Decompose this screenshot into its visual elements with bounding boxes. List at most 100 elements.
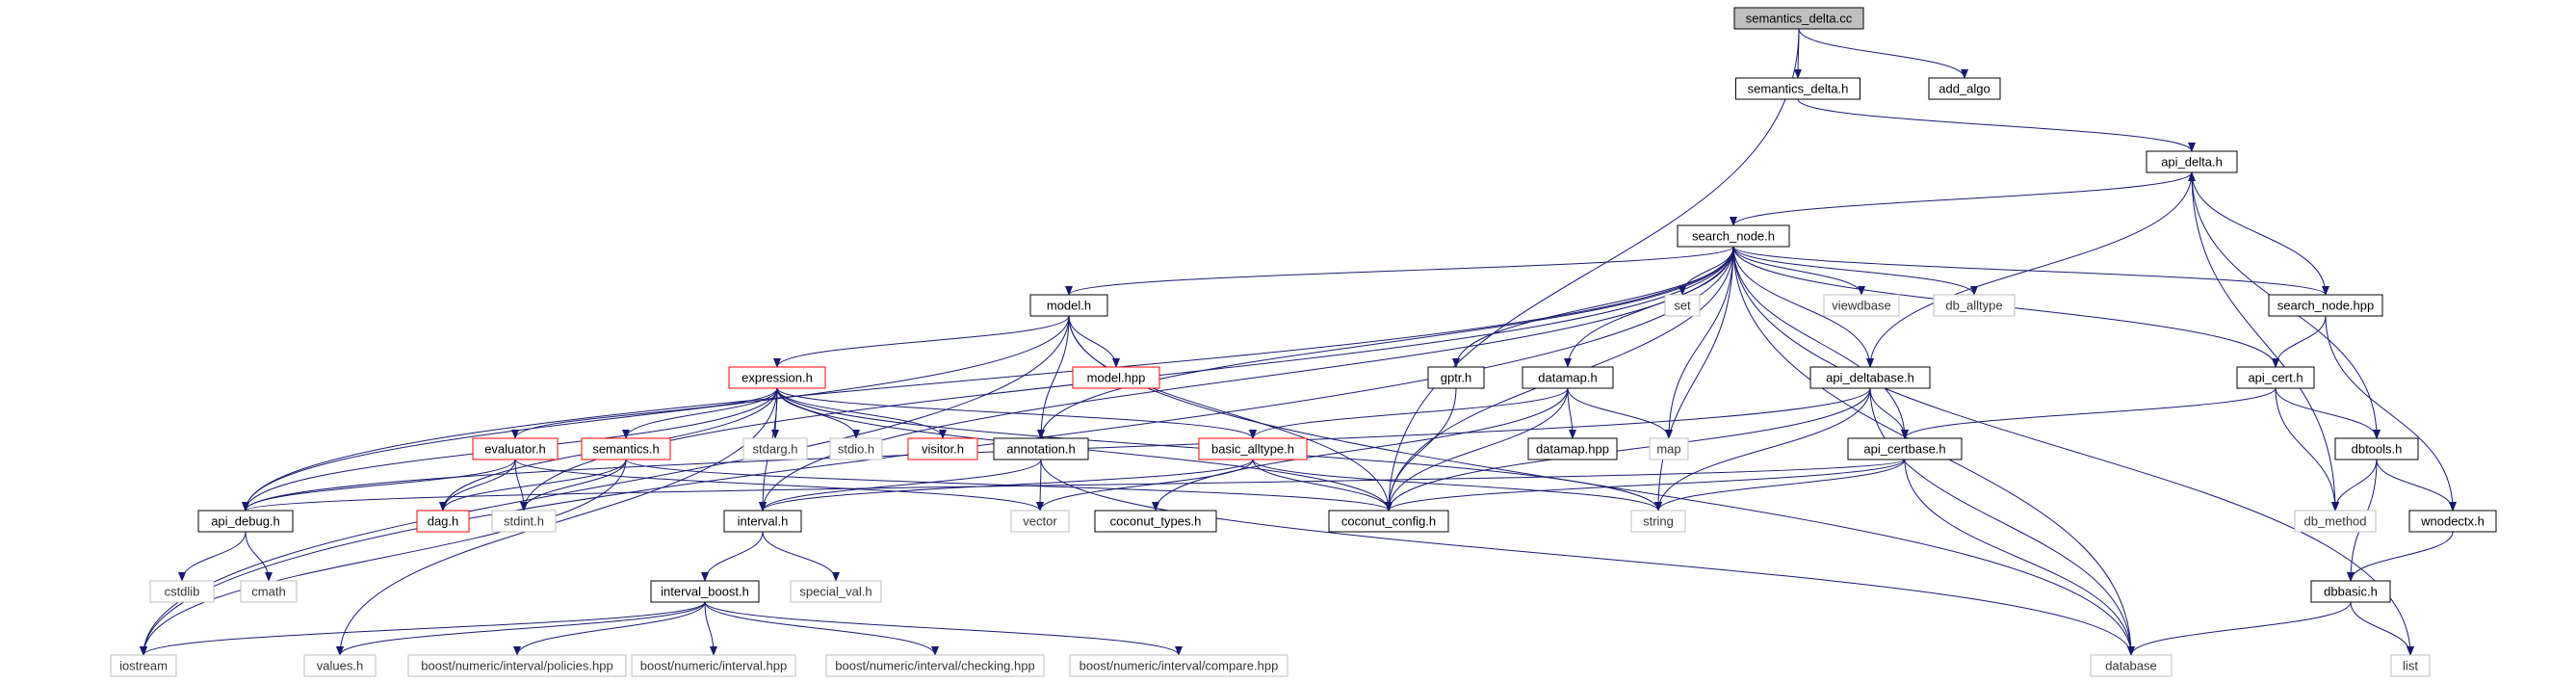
edge-search_node_h-to-string <box>1654 246 1734 512</box>
edge-search_node_hpp-to-wnodectx_h <box>2325 315 2457 512</box>
node-box <box>1847 437 1963 460</box>
node-api-cert-h[interactable]: api_cert.h <box>2236 366 2315 389</box>
edge-expression_h-to-visitor_h <box>776 387 947 439</box>
node-box <box>1010 510 1070 533</box>
node-box <box>303 654 377 677</box>
node-search-node-h[interactable]: search_node.h <box>1677 224 1790 248</box>
node-box <box>825 654 1045 677</box>
node-box <box>2294 510 2377 533</box>
edge-expression_h-to-evaluator_h <box>511 387 778 439</box>
node-box <box>472 437 559 460</box>
edge-search_node_h-to-db_alltype <box>1732 246 1978 296</box>
node-box <box>581 437 671 460</box>
edge-wnodectx_h-to-dbbasic_h <box>2347 531 2454 582</box>
node-label: db_alltype <box>1945 299 2002 313</box>
node-model-hpp[interactable]: model.hpp <box>1072 366 1160 389</box>
node-label: database <box>2105 659 2157 673</box>
node-add-algo[interactable]: add_algo <box>1928 77 2001 100</box>
edge-search_node_h-to-search_node_hpp <box>1732 246 2329 296</box>
node-expression-h[interactable]: expression.h <box>728 366 826 389</box>
edge-api_debug_h-to-cmath <box>245 531 273 582</box>
node-gptr-h[interactable]: gptr.h <box>1427 366 1485 389</box>
edge-api_certbase_h-to-string <box>1654 459 1906 512</box>
node-model-h[interactable]: model.h <box>1029 294 1108 317</box>
node-box <box>2390 654 2431 677</box>
node-label: boost/numeric/interval/checking.hpp <box>835 659 1034 673</box>
node-label: special_val.h <box>799 585 872 599</box>
node-cstdlib: cstdlib <box>149 580 215 603</box>
node-semantics-delta-h[interactable]: semantics_delta.h <box>1735 77 1860 100</box>
node-box <box>1427 366 1485 389</box>
node-api-delta-h[interactable]: api_delta.h <box>2146 150 2238 173</box>
edge-expression_h-to-basic_alltype_h <box>776 387 1257 439</box>
node-dag-h[interactable]: dag.h <box>416 510 470 533</box>
node-box <box>742 437 808 460</box>
node-label: map <box>1656 442 1680 457</box>
node-box <box>1733 7 1864 30</box>
edge-api_debug_h-to-cstdlib <box>178 531 247 582</box>
node-box <box>2236 366 2315 389</box>
node-box <box>2310 580 2391 603</box>
node-label: db_method <box>2303 514 2366 529</box>
node-box <box>1527 437 1618 460</box>
node-semantics-h[interactable]: semantics.h <box>581 437 671 460</box>
node-box <box>1029 294 1108 317</box>
node-interval-h[interactable]: interval.h <box>723 510 802 533</box>
node-label: boost/numeric/interval/compare.hpp <box>1080 659 1279 673</box>
node-label: semantics.h <box>592 442 659 457</box>
node-visitor-h[interactable]: visitor.h <box>907 437 978 460</box>
edge-api_deltabase_h-to-coconut_config_h <box>1385 387 1871 512</box>
node-semantics-delta-cc[interactable]: semantics_delta.cc <box>1733 7 1864 30</box>
node-label: list <box>2403 659 2418 673</box>
node-list: list <box>2390 654 2431 677</box>
node-label: cmath <box>251 585 285 599</box>
node-dbtools-h[interactable]: dbtools.h <box>2334 437 2419 460</box>
node-wnodectx-h[interactable]: wnodectx.h <box>2408 510 2497 533</box>
node-compare-hpp: boost/numeric/interval/compare.hpp <box>1069 654 1288 677</box>
node-api-deltabase-h[interactable]: api_deltabase.h <box>1809 366 1931 389</box>
node-datamap-h[interactable]: datamap.h <box>1522 366 1614 389</box>
node-coconut-config-h[interactable]: coconut_config.h <box>1328 510 1449 533</box>
node-box <box>907 437 978 460</box>
edge-annotation_h-to-vector <box>1036 459 1045 512</box>
node-box <box>407 654 627 677</box>
node-api-certbase-h[interactable]: api_certbase.h <box>1847 437 1963 460</box>
node-box <box>491 510 557 533</box>
node-label: basic_alltype.h <box>1211 442 1294 457</box>
node-label: search_node.hpp <box>2277 299 2374 313</box>
node-datamap-hpp[interactable]: datamap.hpp <box>1527 437 1618 460</box>
edge-api_certbase_h-to-coconut_config_h <box>1385 459 1906 512</box>
node-set: set <box>1664 294 1701 317</box>
node-label: set <box>1674 299 1691 313</box>
edge-api_certbase_h-to-api_debug_h <box>242 459 1906 512</box>
node-box <box>149 580 215 603</box>
edge-search_node_hpp-to-api_delta_h <box>2188 171 2327 296</box>
node-stdarg-h: stdarg.h <box>742 437 808 460</box>
node-label: cstdlib <box>165 585 200 599</box>
node-box <box>1664 294 1701 317</box>
edge-basic_alltype_h-to-interval_h <box>759 459 1254 512</box>
node-api-debug-h[interactable]: api_debug.h <box>197 510 294 533</box>
node-label: interval.h <box>738 514 789 529</box>
edge-datamap_h-to-basic_alltype_h <box>1249 387 1569 439</box>
edge-annotation_h-to-database <box>1040 459 2135 656</box>
node-interval-boost-h[interactable]: interval_boost.h <box>650 580 760 603</box>
edge-interval_boost_h-to-compare_hpp <box>704 601 1183 656</box>
node-annotation-h[interactable]: annotation.h <box>993 437 1089 460</box>
edge-dbbasic_h-to-list <box>2350 601 2414 656</box>
node-special-val-h: special_val.h <box>790 580 882 603</box>
node-search-node-hpp[interactable]: search_node.hpp <box>2268 294 2383 317</box>
node-coconut-types-h[interactable]: coconut_types.h <box>1094 510 1217 533</box>
node-evaluator-h[interactable]: evaluator.h <box>472 437 559 460</box>
node-box <box>650 580 760 603</box>
edge-datamap_h-to-coconut_config_h <box>1385 387 1569 512</box>
edge-api_delta_h-to-search_node_h <box>1730 171 2193 226</box>
edge-expression_h-to-stdio_h <box>776 387 860 439</box>
edge-search_node_h-to-map <box>1665 246 1734 439</box>
node-dbbasic-h[interactable]: dbbasic.h <box>2310 580 2391 603</box>
node-basic-alltype-h[interactable]: basic_alltype.h <box>1198 437 1308 460</box>
node-label: expression.h <box>742 371 813 385</box>
edge-semantics_delta_cc-to-coconut_config_h <box>1385 28 1800 512</box>
edge-search_node_h-to-annotation_h <box>1037 246 1734 439</box>
